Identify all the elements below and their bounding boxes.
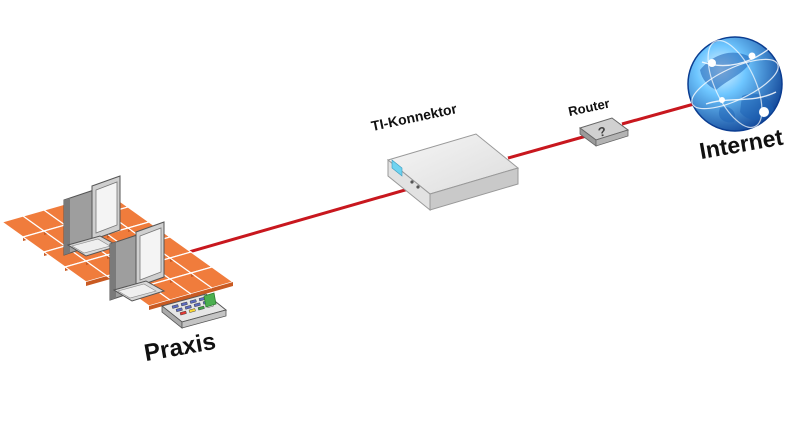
cable-praxis-konnektor: [167, 186, 413, 260]
card-terminal-icon: [160, 292, 228, 329]
keypad-key: [179, 310, 187, 316]
cable-router-internet: [621, 102, 695, 126]
floor-tile-edge: [212, 282, 233, 292]
keypad-key: [180, 301, 188, 307]
router-glyph: ?: [597, 124, 608, 140]
floor-tile-edge: [170, 294, 191, 304]
ti-konnektor-box-icon: [386, 133, 520, 212]
keypad-key: [171, 304, 179, 309]
floor-tile-edge: [86, 276, 107, 286]
router-icon: ?: [578, 117, 630, 147]
cable-lines: [167, 102, 695, 260]
keypad-key: [188, 308, 196, 313]
keypad-key: [184, 305, 192, 310]
globe-internet-icon: [687, 36, 783, 132]
keypad-key: [189, 299, 197, 304]
workstation-icon-back: [63, 175, 121, 257]
keypad-key: [175, 307, 183, 313]
floor-tile-edge: [191, 288, 212, 298]
workstation-icon-front: [109, 221, 166, 302]
keypad-key: [193, 302, 201, 308]
floor-tile-edge: [149, 300, 170, 310]
cable-konnektor-router: [507, 133, 591, 160]
keypad-key: [197, 305, 205, 311]
